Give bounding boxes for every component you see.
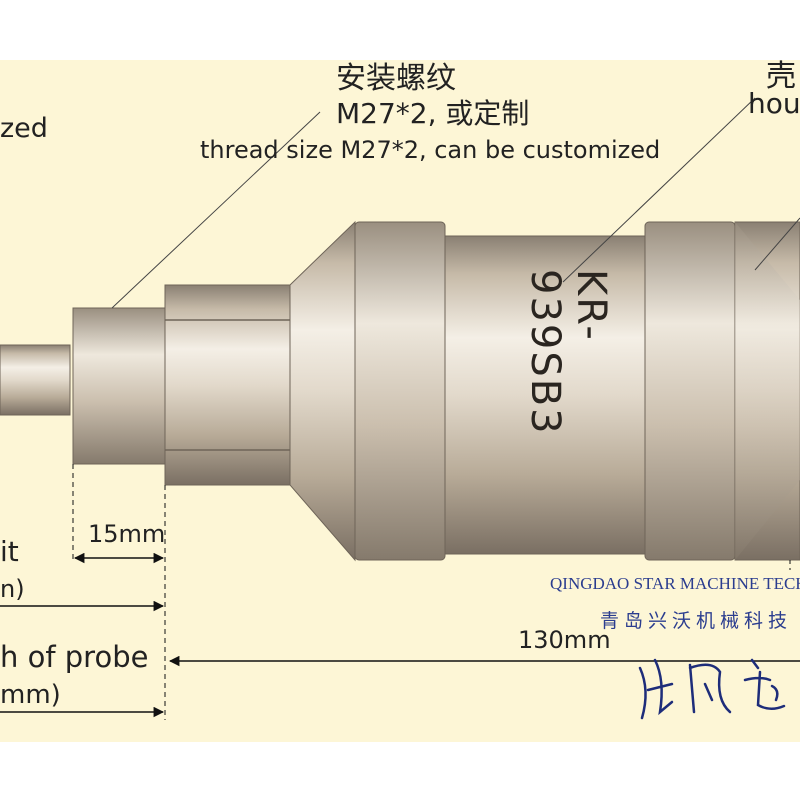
dim-15mm-label: 15mm	[88, 520, 166, 548]
probe-fragment-label: h of probe	[0, 640, 149, 674]
main-body	[444, 235, 646, 555]
customized-fragment-label: zed	[0, 113, 48, 144]
housing-en-label: hou	[748, 87, 800, 120]
front-collar	[354, 221, 446, 561]
signature	[638, 658, 786, 720]
thread-size-en-label: thread size M27*2, can be customized	[200, 136, 661, 164]
body-cone	[289, 220, 356, 562]
model-label: KR-939SB3	[522, 269, 614, 436]
dim-130mm-label: 130mm	[518, 626, 611, 654]
watermark-company-en: QINGDAO STAR MACHINE TECHN	[550, 574, 800, 593]
probe-shaft	[0, 344, 71, 416]
thread-size-cn-label: M27*2, 或定制	[336, 97, 530, 130]
thread-leader-line	[111, 111, 321, 309]
housing-leader-line	[562, 97, 756, 283]
rear-collar	[644, 221, 736, 561]
bracket-fragment-1-label: n)	[0, 575, 25, 603]
watermark-company-cn: 青岛兴沃机械科技	[600, 610, 793, 632]
thread-collar	[72, 307, 166, 465]
unit-fragment-label: it	[0, 535, 19, 568]
bracket-fragment-2-label: mm)	[0, 680, 61, 710]
hex-nut	[164, 284, 291, 486]
housing-cn-label: 壳	[766, 59, 796, 94]
thread-cn-label: 安装螺纹	[336, 61, 456, 96]
